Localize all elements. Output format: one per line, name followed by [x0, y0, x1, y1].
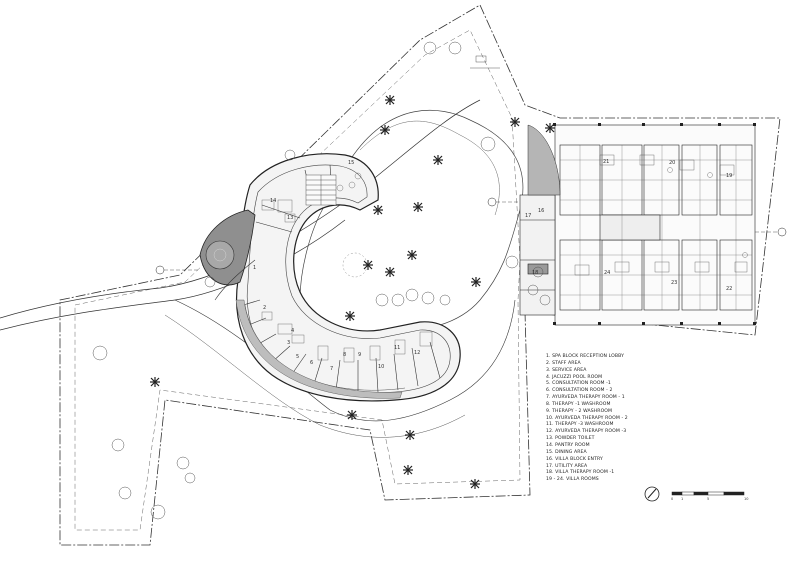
room-number: 20	[669, 160, 676, 166]
staircase	[305, 174, 337, 206]
room-number: 22	[726, 286, 733, 292]
room-number: 7	[330, 366, 334, 372]
room-number: 23	[671, 280, 678, 286]
legend-item: 15. DINING AREA	[546, 449, 587, 455]
room-number: 4	[291, 328, 295, 334]
landscape-court-outline	[299, 109, 524, 342]
legend-item: 6. CONSULTATION ROOM - 2	[546, 388, 613, 394]
north-point	[644, 486, 660, 502]
room-number: 12	[414, 350, 421, 356]
legend-item: 12. AYURVEDA THERAPY ROOM -3	[546, 429, 627, 435]
room-number: 18	[532, 270, 539, 276]
legend-item: 9. THERAPY - 2 WASHROOM	[546, 408, 613, 414]
room-number: 9	[358, 352, 362, 358]
room-number: 5	[296, 354, 300, 360]
villa-entry	[519, 194, 556, 316]
scale-label: 5	[707, 497, 710, 501]
access-road	[164, 314, 466, 438]
room-number: 14	[270, 198, 277, 204]
spa-fixtures	[261, 172, 433, 363]
room-number: 3	[287, 340, 291, 346]
jacuzzi-inner	[213, 248, 227, 262]
legend-item: 10. AYURVEDA THERAPY ROOM - 2	[546, 415, 628, 421]
legend-item: 11. THERAPY -3 WASHROOM	[546, 422, 614, 428]
survey-marker	[470, 55, 500, 69]
trees	[92, 41, 551, 520]
villa-grid-lines	[560, 145, 752, 310]
legend-item: 8. THERAPY -1 WASHROOM	[546, 401, 611, 407]
section-marker	[155, 197, 787, 275]
room-number: 24	[604, 270, 611, 276]
jacuzzi-pool	[205, 240, 235, 270]
room-number: 21	[603, 159, 610, 165]
legend-item: 2. STAFF AREA	[546, 360, 581, 366]
landscape-path	[359, 120, 500, 216]
villa-entry-quarter-circle	[527, 124, 561, 196]
spa-room-partitions	[239, 164, 441, 393]
scale-label: 10	[744, 497, 749, 501]
room-number: 13	[287, 215, 294, 221]
legend-item: 3. SERVICE AREA	[546, 367, 587, 373]
room-number: 1	[253, 265, 257, 271]
scale-bar	[671, 491, 745, 496]
legend-item: 19 - 24. VILLA ROOMS	[546, 477, 599, 483]
villa-columns	[553, 123, 756, 325]
legend-item: 7. AYURVEDA THERAPY ROOM - 1	[546, 395, 625, 401]
scale-label: 0	[671, 497, 674, 501]
room-number: 10	[378, 364, 385, 370]
room-number: 17	[525, 213, 532, 219]
legend-item: 18. VILLA THERAPY ROOM -1	[546, 470, 615, 476]
room-number: 15	[348, 160, 355, 166]
legend-item: 4. JACUZZI POOL ROOM	[546, 374, 603, 380]
lobby-curve	[214, 259, 256, 301]
room-number: 11	[394, 345, 401, 351]
room-number: 2	[263, 305, 267, 311]
legend-item: 13. POWDER TOILET	[546, 436, 595, 442]
legend-item: 16. VILLA BLOCK ENTRY	[546, 456, 603, 462]
room-number: 16	[538, 208, 545, 214]
room-number: 19	[726, 173, 733, 179]
legend-item: 14. PANTRY ROOM	[546, 442, 590, 448]
legend-item: 17. UTILITY AREA	[546, 463, 588, 469]
legend-item: 1. SPA BLOCK RECEPTION LOBBY	[546, 354, 624, 359]
scale-label: 1	[681, 497, 684, 501]
inner-setback-line	[74, 29, 521, 531]
legend-item: 5. CONSULTATION ROOM -1	[546, 381, 611, 387]
villa-fixtures	[574, 154, 748, 276]
room-number: 8	[343, 352, 347, 358]
service-strip	[235, 299, 403, 399]
room-number: 6	[310, 360, 314, 366]
section-marker-line	[164, 201, 778, 271]
room-legend: 1. SPA BLOCK RECEPTION LOBBY 2. STAFF AR…	[546, 354, 796, 484]
palm-trees	[150, 95, 555, 489]
